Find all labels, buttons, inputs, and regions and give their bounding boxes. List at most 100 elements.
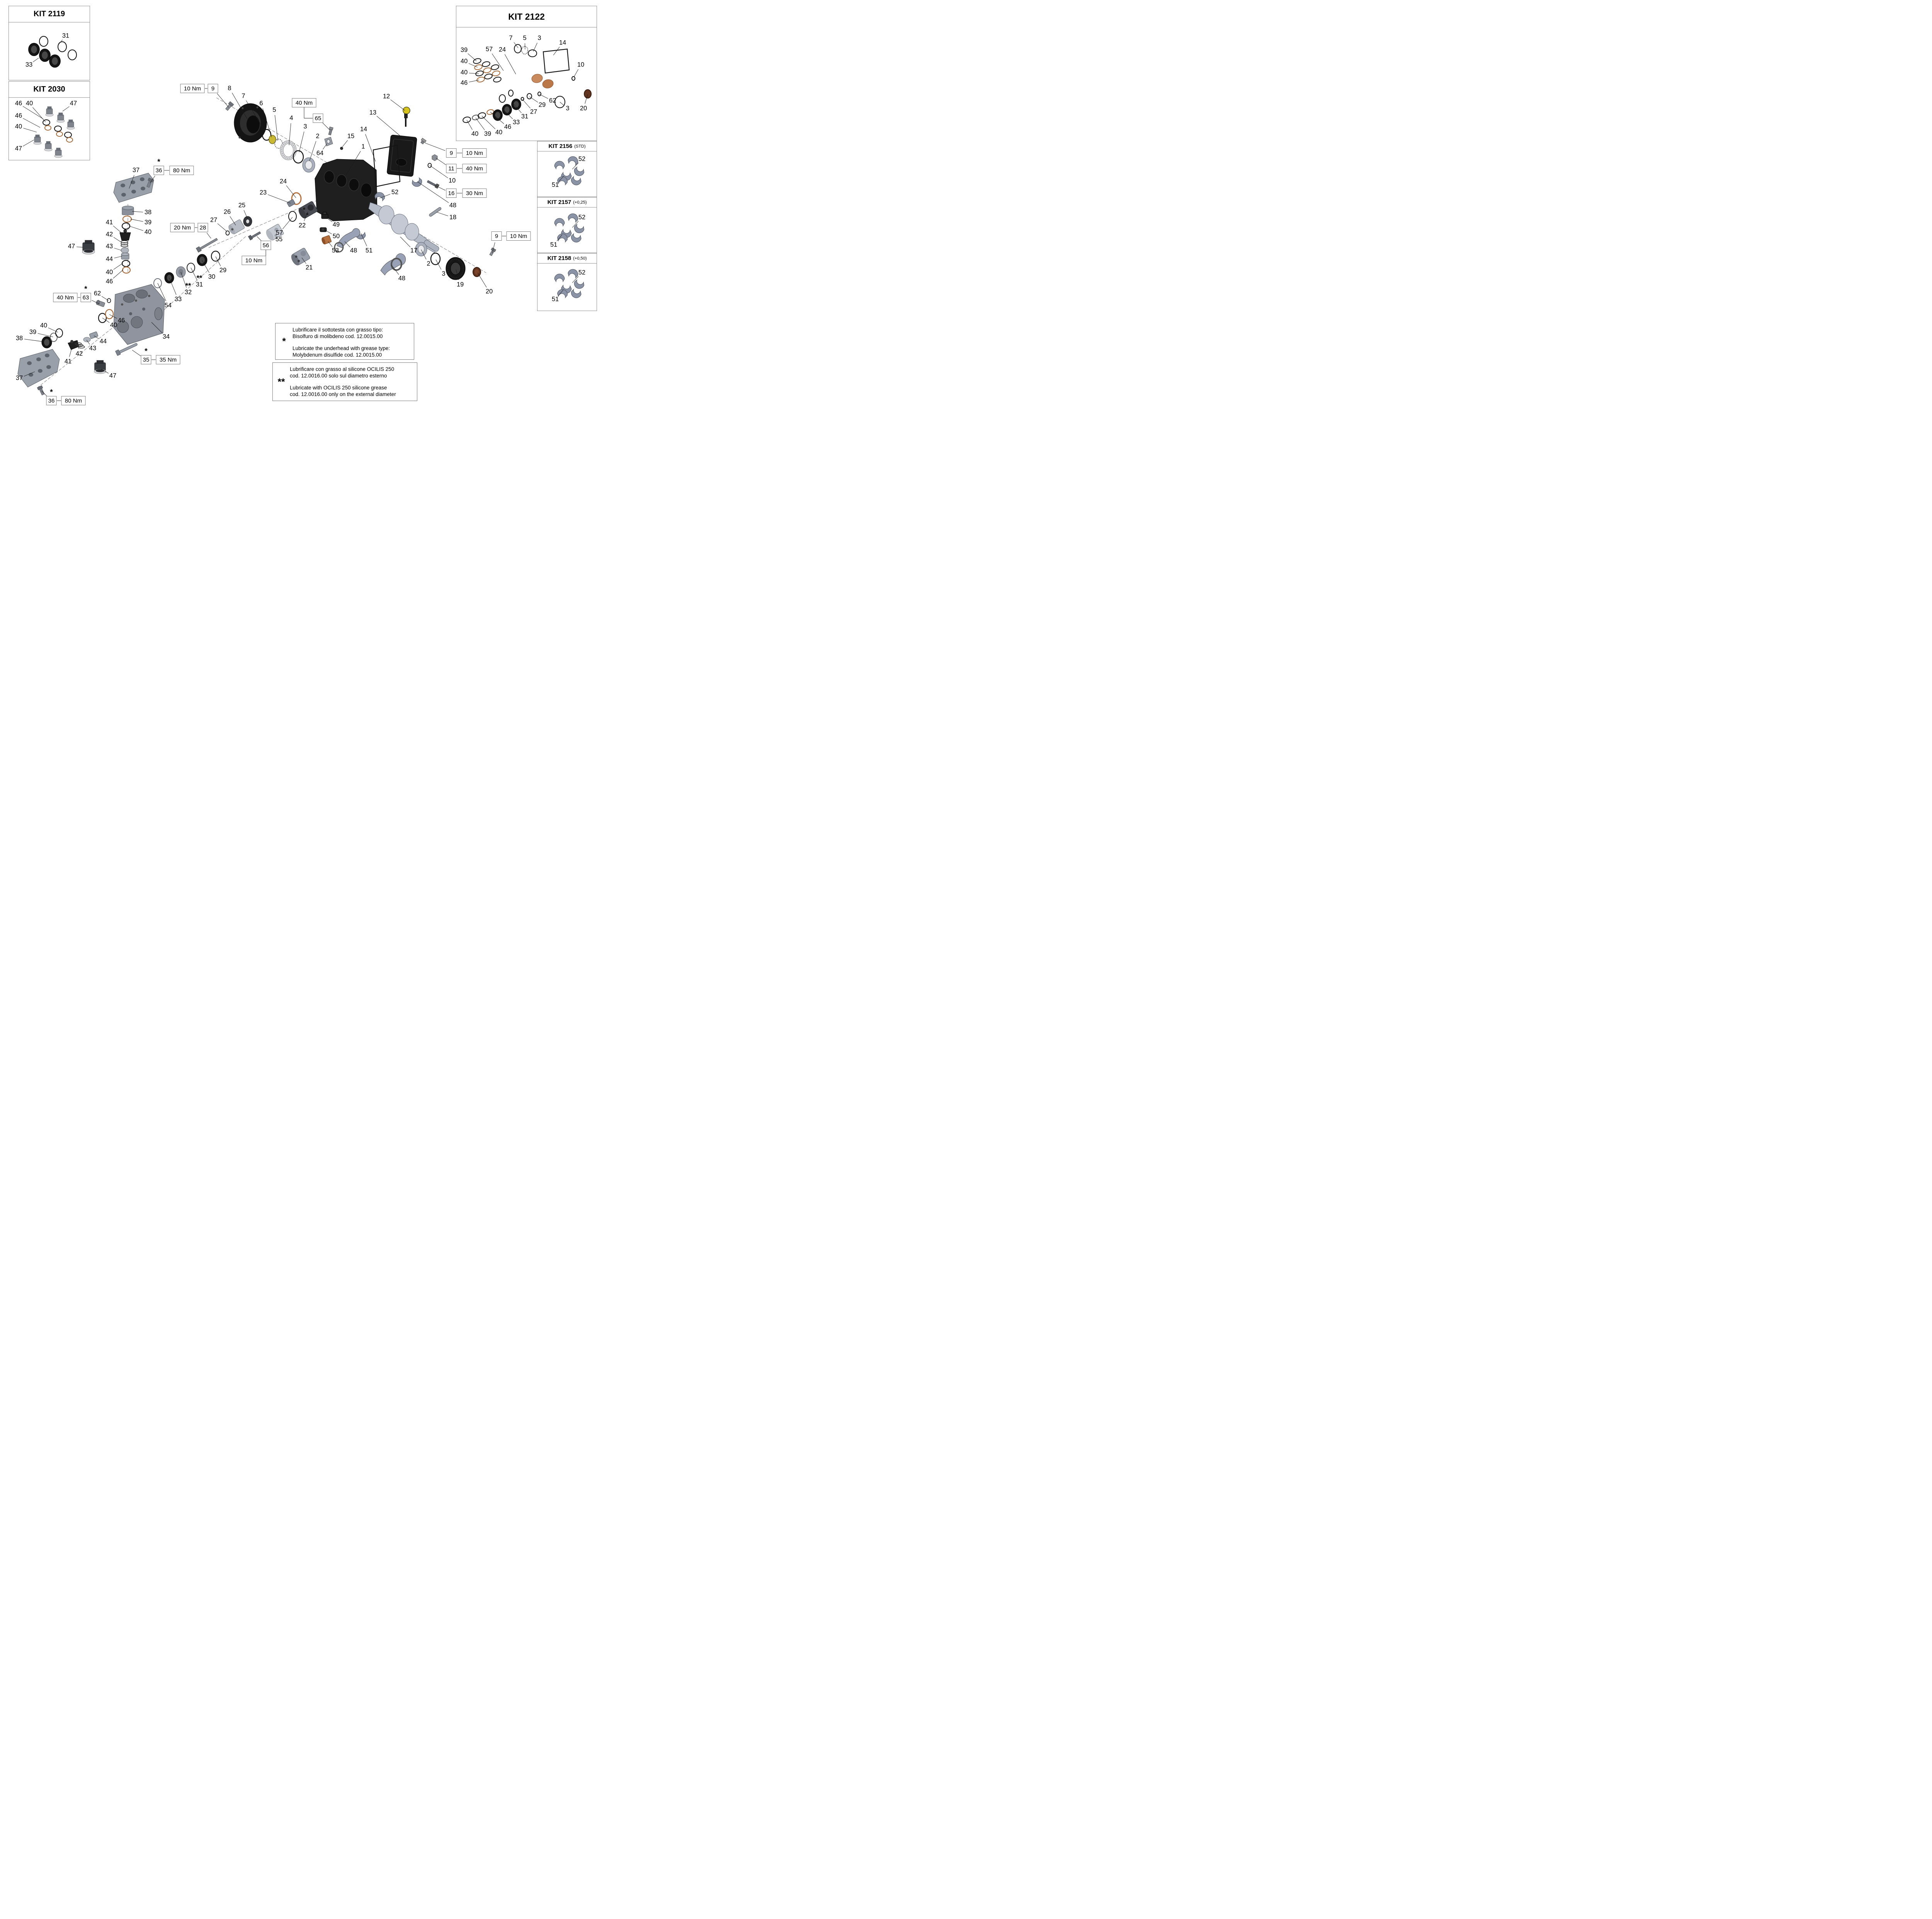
o-ring-40-bottom — [55, 328, 63, 338]
kit2122-label-31: 31 — [521, 113, 529, 120]
copper-ring-46-head — [105, 309, 114, 320]
seal-33 — [164, 272, 174, 284]
part-label-48: 48 — [350, 247, 357, 254]
bearing-shell-52 — [374, 191, 386, 202]
kit-2122-title-text: KIT 2122 — [508, 11, 545, 22]
kit2122-label-29: 29 — [538, 101, 546, 109]
part-number-box-63: 63 — [80, 293, 91, 302]
valve-41-bottom — [68, 340, 79, 350]
kit-2156-title-text: KIT 2156 — [548, 143, 573, 150]
part-label-37: 37 — [132, 167, 140, 174]
torque-box-20-Nm: 20 Nm — [170, 223, 195, 232]
spring-42 — [121, 240, 128, 247]
part-label-6: 6 — [259, 100, 263, 107]
double-star-marker: ** — [277, 376, 285, 387]
seat-44-bottom — [89, 331, 99, 339]
part-label-62: 62 — [94, 290, 101, 297]
kit2122-label-10: 10 — [577, 61, 585, 68]
part-label-41: 41 — [64, 358, 72, 365]
kit-2156-title: KIT 2156 (STD) — [537, 141, 597, 151]
screw-56 — [248, 231, 261, 241]
kit2122-label-62: 62 — [549, 97, 556, 104]
rear-flange-19 — [446, 257, 466, 280]
connecting-rod-48-bottom — [380, 253, 406, 275]
torque-box-40-Nm: 40 Nm — [53, 293, 78, 302]
kit-2122-title: KIT 2122 — [456, 6, 597, 27]
kit2122-label-40: 40 — [495, 129, 503, 136]
cup-32 — [176, 266, 186, 278]
kit2156-label-51: 51 — [551, 181, 559, 189]
copper-ring-46 — [122, 266, 131, 274]
valve-41 — [119, 229, 131, 241]
part-label-21: 21 — [305, 264, 313, 271]
o-ring-10 — [427, 163, 432, 168]
plug-11 — [432, 154, 438, 161]
note-dstar-it-1: Lubrificare con grasso al silicone OCILI… — [290, 366, 395, 372]
kit2122-label-5: 5 — [523, 34, 527, 42]
screw-36-top — [145, 177, 154, 188]
kit-2158-panel: KIT 2158 (+0,50) — [537, 253, 597, 311]
part-label-39: 39 — [144, 219, 152, 226]
o-ring-7 — [262, 129, 272, 141]
crankcase-1 — [315, 159, 378, 221]
kit2122-label-3: 3 — [566, 105, 570, 112]
bush-53 — [321, 235, 332, 245]
part-number-box-36: 36 — [153, 166, 164, 175]
bolt-28 — [196, 238, 218, 253]
piston-22 — [298, 201, 318, 219]
kit-2156-suffix: (STD) — [574, 144, 586, 149]
kit2030-label-47: 47 — [70, 100, 77, 107]
part-label-19: 19 — [456, 281, 464, 288]
stud-35 — [115, 343, 138, 356]
washer-43 — [121, 247, 129, 253]
part-label-33: 33 — [174, 296, 182, 303]
part-number-box-65: 65 — [313, 114, 323, 123]
lock-washer-5 — [274, 139, 283, 149]
part-label-10: 10 — [448, 177, 456, 184]
note-dstar-it-2: cod. 12.0016.00 solo sul diametro estern… — [290, 373, 387, 379]
star-marker-box-35: * — [145, 347, 148, 355]
part-number-box-56: 56 — [260, 241, 271, 250]
part-label-50: 50 — [332, 233, 340, 240]
part-label-2: 2 — [316, 133, 320, 140]
kit2158-label-51: 51 — [551, 296, 559, 303]
part-label-64: 64 — [316, 150, 324, 157]
part-label-38: 38 — [15, 335, 23, 342]
part-label-52: 52 — [391, 189, 399, 196]
part-label-2: 2 — [427, 260, 430, 267]
part-label-25: 25 — [238, 202, 246, 209]
part-label-30: 30 — [208, 273, 216, 280]
torque-box-30-Nm: 30 Nm — [462, 189, 487, 198]
kit2122-label-46: 46 — [460, 79, 468, 87]
kit-2158-title: KIT 2158 (+0,50) — [537, 253, 597, 263]
kit2122-label-40: 40 — [471, 130, 479, 138]
star-marker: * — [282, 336, 286, 347]
kit2030-label-46: 46 — [15, 112, 22, 119]
bracket-64 — [324, 137, 333, 146]
torque-box-10-Nm: 10 Nm — [242, 256, 266, 265]
o-ring-29 — [211, 250, 221, 262]
note-star-it-2: Bisolfuro di molibdeno cod. 12.0015.00 — [293, 333, 383, 339]
kit2030-label-46: 46 — [15, 100, 22, 107]
kit-2119-title-text: KIT 2119 — [33, 10, 65, 18]
part-label-23: 23 — [259, 189, 267, 196]
part-label-40: 40 — [110, 321, 117, 329]
part-label-13: 13 — [369, 109, 377, 116]
part-label-46: 46 — [117, 317, 125, 324]
star-marker-box-36: * — [50, 388, 53, 396]
ring-54 — [153, 278, 162, 288]
rear-cover-13 — [387, 134, 417, 177]
kit-2122-panel: KIT 2122 — [456, 6, 597, 141]
seat-44 — [121, 253, 129, 260]
part-label-8: 8 — [228, 85, 231, 92]
kit2122-label-3: 3 — [537, 34, 541, 42]
part-label-3: 3 — [303, 123, 307, 130]
plug-50 — [320, 227, 327, 232]
part-label-14: 14 — [360, 126, 367, 133]
torque-box-40-Nm: 40 Nm — [292, 98, 316, 107]
dipstick-12 — [403, 107, 410, 127]
kit2119-label-31: 31 — [62, 32, 70, 39]
part-number-box-28: 28 — [197, 223, 208, 232]
note-dstar-en-1: Lubricate with OCILIS 250 silicone greas… — [290, 385, 387, 391]
torque-box-80-Nm: 80 Nm — [169, 166, 194, 175]
